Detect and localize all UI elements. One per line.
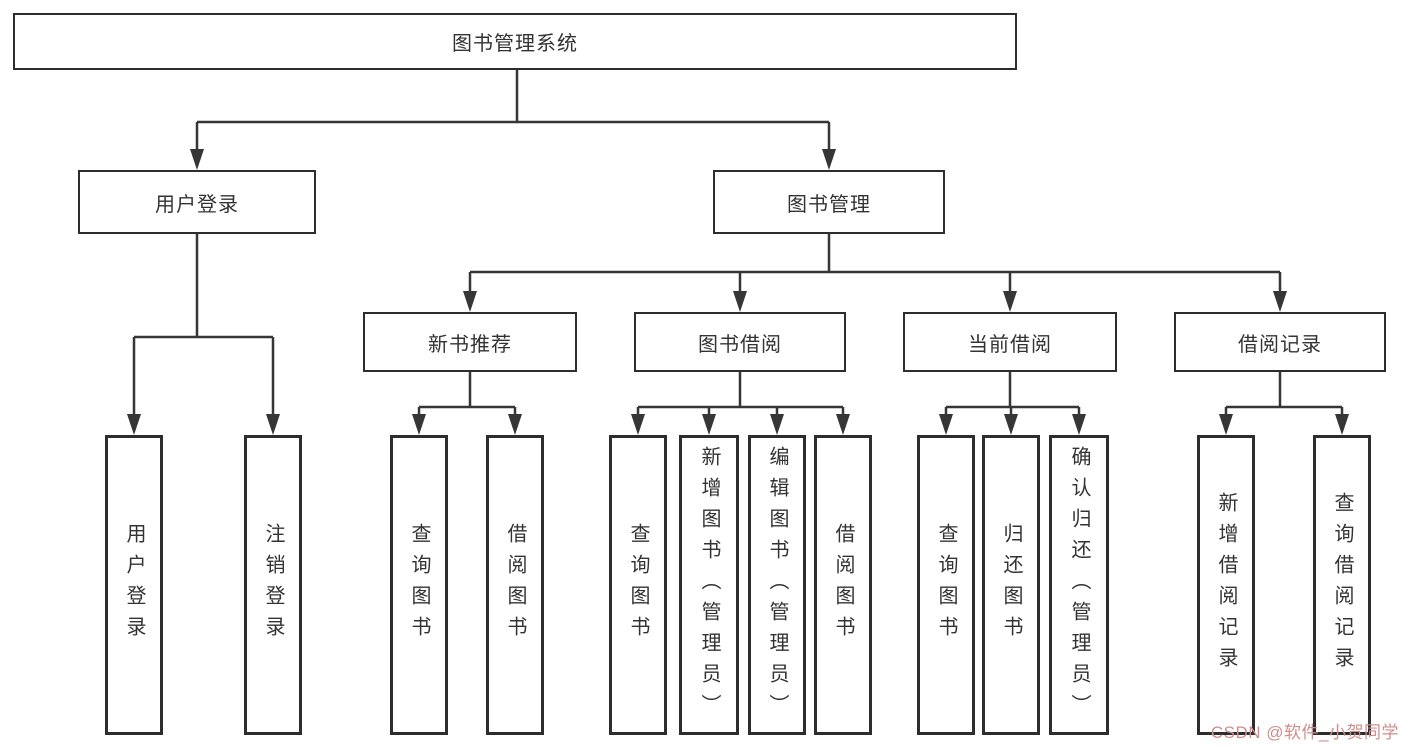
leaf-label: 查询图书 [408, 523, 430, 647]
leaf-logout: 注销登录 [244, 435, 302, 735]
node-user-login: 用户登录 [78, 170, 316, 234]
leaf-borrow-books-recommend: 借阅图书 [486, 435, 544, 735]
leaf-label: 归还图书 [1000, 523, 1022, 647]
node-borrowing-records: 借阅记录 [1174, 312, 1386, 372]
leaf-label: 查询图书 [627, 523, 649, 647]
node-book-borrowing: 图书借阅 [634, 312, 846, 372]
leaf-label: 确认归还（管理员） [1068, 445, 1090, 725]
leaf-label: 注销登录 [262, 523, 284, 647]
node-current-borrowing: 当前借阅 [903, 312, 1117, 372]
leaf-label: 用户登录 [123, 523, 145, 647]
leaf-label: 借阅图书 [504, 523, 526, 647]
leaf-borrow-books: 借阅图书 [814, 435, 872, 735]
csdn-watermark: CSDN @软件_小贺同学 [1210, 723, 1399, 742]
node-book-management: 图书管理 [713, 170, 945, 234]
leaf-label: 查询图书 [935, 523, 957, 647]
leaf-label: 编辑图书（管理员） [766, 445, 788, 725]
leaf-return-books: 归还图书 [982, 435, 1040, 735]
leaf-edit-books-admin: 编辑图书（管理员） [748, 435, 806, 735]
node-new-book-recommendation: 新书推荐 [363, 312, 577, 372]
leaf-add-borrow-record: 新增借阅记录 [1197, 435, 1255, 735]
node-root: 图书管理系统 [13, 13, 1017, 70]
leaf-query-books-current: 查询图书 [917, 435, 975, 735]
leaf-user-login: 用户登录 [105, 435, 163, 735]
leaf-label: 新增借阅记录 [1215, 492, 1237, 678]
leaf-label: 新增图书（管理员） [698, 445, 720, 725]
leaf-label: 借阅图书 [832, 523, 854, 647]
leaf-query-books-recommend: 查询图书 [390, 435, 448, 735]
leaf-add-books-admin: 新增图书（管理员） [679, 435, 739, 735]
leaf-confirm-return-admin: 确认归还（管理员） [1049, 435, 1109, 735]
leaf-query-books-borrow: 查询图书 [609, 435, 667, 735]
leaf-label: 查询借阅记录 [1331, 492, 1353, 678]
leaf-query-borrow-record: 查询借阅记录 [1313, 435, 1371, 735]
